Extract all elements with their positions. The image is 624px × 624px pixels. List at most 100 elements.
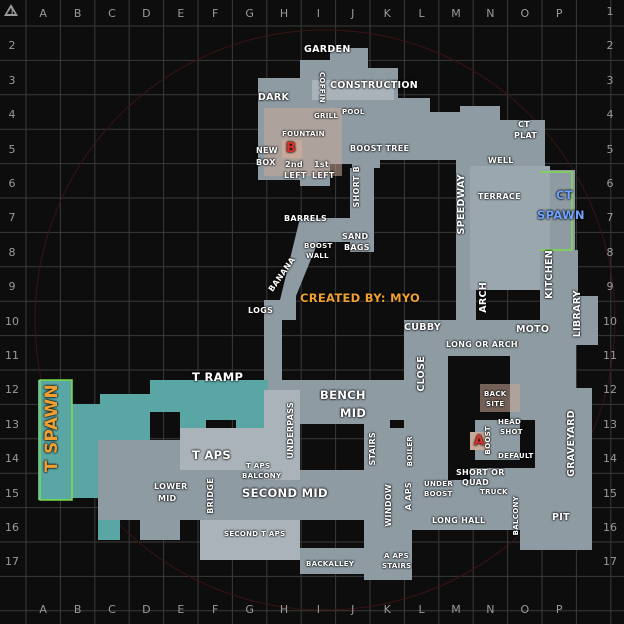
- callout-1st: 1st: [314, 160, 330, 169]
- t-aps-area: [180, 428, 270, 482]
- callout-window: WINDOW: [384, 484, 393, 527]
- callout-ct-plat-1: CT: [518, 120, 530, 129]
- callout-garden: GARDEN: [304, 44, 351, 55]
- column-label-bottom: M: [451, 603, 461, 616]
- b-site-marker-box: [282, 140, 302, 158]
- row-label-left: 9: [8, 280, 16, 294]
- row-label-left: 6: [8, 177, 16, 190]
- callout-long-or-arch: LONG OR ARCH: [446, 340, 518, 349]
- row-label-left: 16: [5, 521, 19, 534]
- callout-boost-tree: BOOST TREE: [350, 144, 410, 153]
- row-label-left: 10: [5, 314, 19, 328]
- callout-quad: QUAD: [462, 478, 490, 487]
- column-label-top: O: [520, 7, 530, 20]
- callout-wall: WALL: [306, 252, 329, 260]
- row-label-right: 12: [603, 383, 617, 397]
- callout-short-or: SHORT OR: [456, 468, 505, 477]
- callout-cubby: CUBBY: [404, 322, 442, 333]
- callout-boost-a: BOOST: [484, 426, 492, 455]
- column-label-top: B: [73, 7, 82, 20]
- callout-new: NEW: [256, 146, 278, 155]
- callout-sand: SAND: [342, 232, 369, 241]
- callout-stairs: STAIRS: [368, 432, 377, 466]
- row-label-left: 11: [5, 349, 19, 362]
- mid-area: [264, 380, 410, 580]
- column-label-bottom: C: [108, 603, 116, 616]
- column-label-top: J: [351, 7, 355, 20]
- callout-under: UNDER: [424, 480, 454, 488]
- row-label-left: 17: [5, 555, 19, 569]
- callout-a-aps: A APS: [404, 482, 413, 511]
- boost-tree-path: [372, 140, 460, 160]
- callout-grill: GRILL: [314, 112, 339, 120]
- callout-a-aps-stairs-2: STAIRS: [382, 562, 412, 570]
- row-label-left: 1: [8, 5, 16, 18]
- callout-t-aps-balcony-1: T APS: [246, 462, 271, 470]
- callout-truck: TRUCK: [480, 488, 508, 496]
- b-site-floor: [264, 108, 342, 176]
- callout-under-boost: BOOST: [424, 490, 453, 498]
- column-label-top: K: [383, 7, 391, 20]
- row-label-right: 9: [606, 280, 614, 294]
- column-label-bottom: B: [73, 603, 82, 616]
- column-label-top: D: [142, 7, 151, 20]
- callout-t-aps-balcony-2: BALCONY: [242, 472, 282, 480]
- column-label-top: N: [486, 7, 495, 20]
- callout-bags: BAGS: [344, 243, 370, 252]
- callout-construction: CONSTRUCTION: [330, 80, 418, 91]
- callout-pit: PIT: [552, 512, 570, 523]
- row-label-left: 12: [5, 383, 19, 397]
- callout-default: DEFAULT: [498, 452, 534, 460]
- callout-shot: SHOT: [500, 428, 523, 436]
- row-label-right: 17: [603, 555, 617, 569]
- row-label-right: 8: [606, 245, 614, 259]
- callout-boost: BOOST: [304, 242, 333, 250]
- callout-boiler: BOILER: [406, 436, 414, 467]
- column-label-bottom: L: [418, 603, 425, 616]
- callout-well: WELL: [488, 156, 514, 165]
- a-back-site: [480, 384, 520, 412]
- row-label-right: 6: [606, 177, 614, 190]
- column-label-top: L: [418, 7, 425, 20]
- row-label-right: 13: [603, 417, 617, 431]
- a-aps-area: [376, 428, 412, 580]
- column-label-bottom: I: [316, 603, 321, 616]
- callout-2nd-left: LEFT: [284, 171, 307, 180]
- callout-t-aps: T APS: [192, 448, 231, 462]
- long-hall-area: [412, 488, 520, 530]
- callout-box: BOX: [256, 158, 276, 167]
- column-label-bottom: G: [245, 603, 254, 616]
- callout-back-site-1: BACK: [484, 390, 507, 398]
- callout-mid: MID: [340, 406, 367, 420]
- row-label-right: 16: [603, 521, 617, 534]
- callout-library: LIBRARY: [572, 290, 583, 338]
- construction-building: [312, 80, 394, 100]
- compass-triangle-icon: [4, 4, 18, 16]
- banana-path: [264, 218, 352, 390]
- a-site-marker-box: [470, 432, 490, 450]
- b-site-label: B: [286, 141, 297, 156]
- column-label-top: G: [245, 7, 254, 20]
- underpass-area: [264, 390, 300, 480]
- callout-dark: DARK: [258, 92, 290, 103]
- row-label-right: 11: [603, 349, 617, 362]
- column-label-bottom: O: [520, 603, 530, 616]
- column-label-bottom: K: [383, 603, 391, 616]
- credit-label: CREATED BY: MYO: [300, 291, 421, 305]
- callout-1st-left: LEFT: [312, 171, 335, 180]
- row-label-left: 7: [8, 211, 16, 225]
- row-label-right: 10: [603, 314, 617, 328]
- callout-speedway: SPEEDWAY: [456, 174, 467, 235]
- row-label-right: 14: [603, 452, 617, 466]
- column-label-bottom: P: [555, 603, 563, 616]
- map-floor: [38, 48, 598, 580]
- column-label-bottom: A: [39, 603, 47, 616]
- backalley-area: [300, 548, 376, 574]
- callout-close: CLOSE: [416, 356, 427, 392]
- callout-short-b: SHORT B: [352, 166, 361, 208]
- column-label-top: H: [279, 7, 289, 20]
- callout-head: HEAD: [498, 418, 522, 426]
- ct-spawn-label-1: CT: [556, 188, 573, 202]
- callout-fountain: FOUNTAIN: [282, 130, 325, 138]
